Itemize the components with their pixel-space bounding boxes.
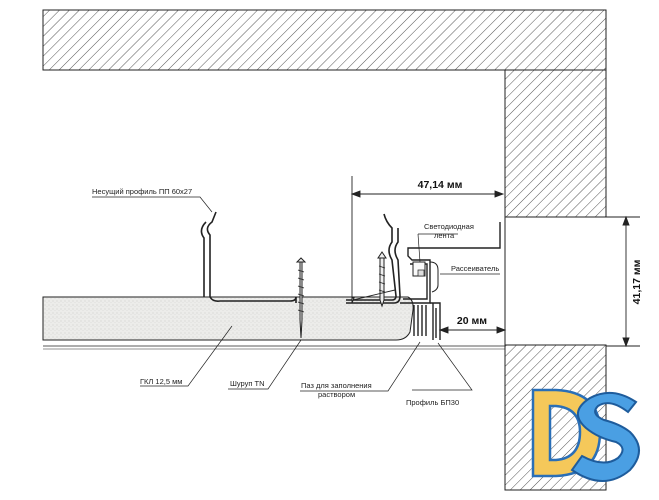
dimension-vertical-right (606, 215, 640, 348)
carrier-profile-pp (200, 211, 401, 304)
label-profile-pp: Несущий профиль ПП 60х27 (92, 187, 192, 196)
dimension-label-right: 41,17 мм (631, 259, 643, 304)
dimension-horizontal-gap (438, 326, 507, 334)
dimension-horizontal-top (350, 176, 505, 300)
dimension-label-gap: 20 мм (457, 315, 487, 327)
ds-logo: DS (531, 388, 640, 482)
label-profile-bp: Профиль БП30 (406, 398, 459, 407)
dimension-label-top: 47,14 мм (418, 179, 463, 191)
label-gkl: ГКЛ 12,5 мм (140, 377, 182, 386)
label-screw: Шуруп TN (230, 379, 265, 388)
ceiling-slab (42, 9, 607, 71)
diffuser (429, 261, 439, 293)
label-led-strip-1: Светодиодная (424, 222, 474, 231)
label-groove-1: Паз для заполнения (301, 381, 372, 390)
leader-lines (92, 196, 500, 392)
screw-left (295, 257, 307, 339)
led-strip (412, 261, 426, 277)
label-led-strip-2: лента (434, 231, 455, 240)
label-diffuser: Рассеиватель (451, 264, 499, 273)
label-groove-2: раствором (318, 390, 355, 399)
screw-right (377, 251, 387, 308)
screw-profile (351, 289, 396, 304)
